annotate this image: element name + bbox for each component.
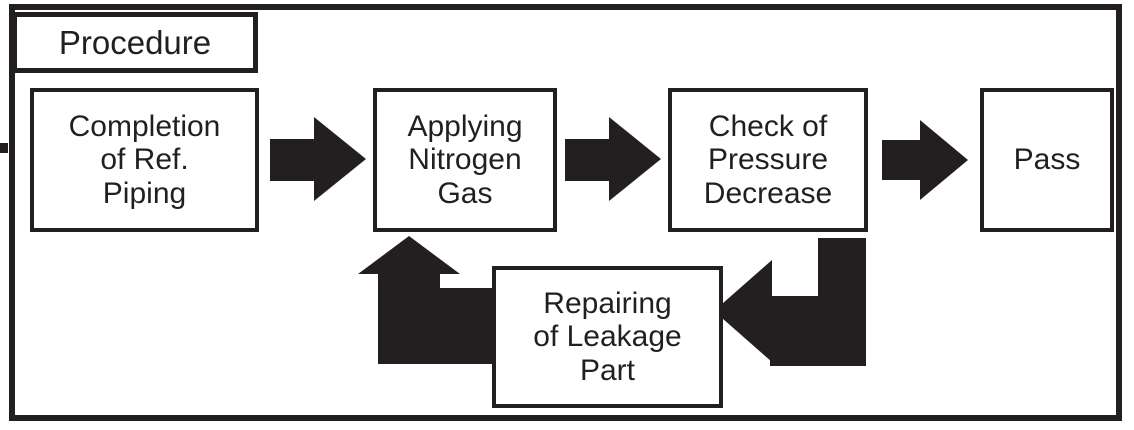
flow-node-label: Pass <box>1013 143 1081 177</box>
left-edge-tick-mark <box>0 143 8 153</box>
arrow-elbow-vertical-leg <box>378 266 440 364</box>
procedure-title-box: Procedure <box>12 12 258 73</box>
arrow-shaft <box>882 140 924 180</box>
flow-node-pass: Pass <box>980 88 1114 232</box>
arrow-repair-to-nitrogen <box>358 236 502 364</box>
procedure-panel-frame <box>9 4 1122 421</box>
arrow-completion-to-nitrogen <box>270 117 366 201</box>
arrow-check-to-repair <box>714 238 866 366</box>
arrow-head <box>714 260 772 362</box>
arrow-head <box>609 117 661 201</box>
arrow-head <box>358 236 460 274</box>
arrow-head <box>920 120 968 200</box>
arrow-nitrogen-to-check <box>565 117 661 201</box>
page-title: Procedure <box>58 24 212 61</box>
arrow-check-to-pass <box>882 120 968 200</box>
arrow-elbow-horizontal-leg <box>770 296 866 366</box>
arrow-shaft <box>270 139 318 181</box>
arrow-head <box>314 117 366 201</box>
arrow-shaft <box>565 139 613 181</box>
